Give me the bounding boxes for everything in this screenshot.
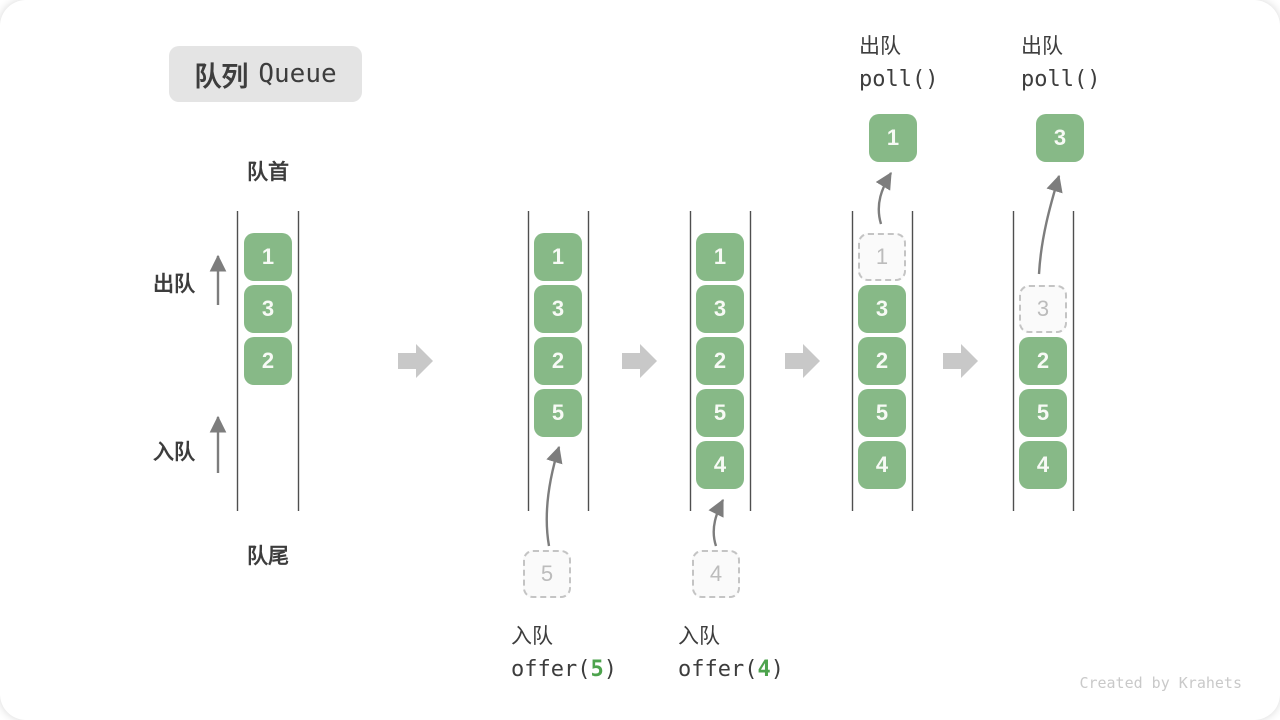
watermark: Created by Krahets [1079, 674, 1242, 692]
queue-cell: 5 [534, 389, 582, 437]
operation-label-offer-4: 入队 offer(4) [678, 620, 784, 682]
op-action: 出队 [1021, 35, 1063, 58]
queue-cell: 5 [696, 389, 744, 437]
operation-label-offer-5: 入队 offer(5) [511, 620, 617, 682]
queue-walls [236, 211, 1075, 511]
queue-cell: 5 [1019, 389, 1067, 437]
offer-5-arrow [545, 445, 563, 547]
op-code: poll() [859, 67, 939, 92]
queue-cell: 2 [244, 337, 292, 385]
queue-cell: 4 [1019, 441, 1067, 489]
queue-cell: 4 [858, 441, 906, 489]
pending-element: 4 [692, 550, 740, 598]
queue-cell: 3 [244, 285, 292, 333]
op-action: 出队 [859, 35, 901, 58]
queue-cell: 2 [534, 337, 582, 385]
diagram-title: 队列 Queue [169, 46, 362, 102]
popped-element: 3 [1036, 114, 1084, 162]
pending-element: 5 [523, 550, 571, 598]
queue-cell: 1 [696, 233, 744, 281]
ghost-cell: 1 [858, 233, 906, 281]
step-arrow-3 [785, 344, 820, 378]
queue-cell: 1 [534, 233, 582, 281]
ghost-cell: 3 [1019, 285, 1067, 333]
step-arrow-4 [943, 344, 978, 378]
op-action: 入队 [678, 625, 720, 648]
op-code: offer(4) [678, 657, 784, 682]
queue-cell: 1 [244, 233, 292, 281]
queue-cell: 4 [696, 441, 744, 489]
title-en: Queue [258, 59, 337, 89]
operation-label-poll-3: 出队 poll() [1021, 30, 1100, 92]
queue-cell: 2 [1019, 337, 1067, 385]
offer-4-arrow [708, 498, 725, 547]
label-dequeue: 出队 [153, 273, 195, 296]
label-queue-front: 队首 [247, 161, 289, 184]
state-transition-arrows [398, 344, 978, 378]
op-action: 入队 [511, 625, 553, 648]
queue-cell: 3 [696, 285, 744, 333]
poll-1-arrow [875, 171, 893, 225]
step-arrow-2 [622, 344, 657, 378]
title-zh: 队列 [194, 61, 249, 92]
queue-cell: 5 [858, 389, 906, 437]
label-queue-rear: 队尾 [247, 545, 289, 568]
queue-cell: 2 [696, 337, 744, 385]
popped-element: 1 [869, 114, 917, 162]
label-enqueue: 入队 [153, 441, 195, 464]
queue-cell: 3 [534, 285, 582, 333]
op-code: poll() [1021, 67, 1101, 92]
poll-3-arrow [1037, 174, 1063, 275]
queue-cell: 3 [858, 285, 906, 333]
queue-cell: 2 [858, 337, 906, 385]
op-code: offer(5) [511, 657, 617, 682]
operation-label-poll-1: 出队 poll() [859, 30, 938, 92]
step-arrow-1 [398, 344, 433, 378]
